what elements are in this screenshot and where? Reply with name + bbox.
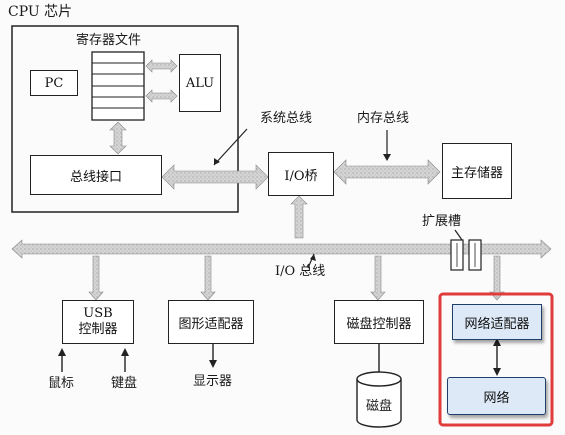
graphics-adapter-label: 图形适配器 xyxy=(178,316,244,332)
mouse-label: 鼠标 xyxy=(48,376,75,391)
keyboard-label: 键盘 xyxy=(111,376,138,391)
alu-label: ALU xyxy=(185,75,215,91)
main-memory-label: 主存储器 xyxy=(450,165,503,181)
network-adapter-label: 网络适配器 xyxy=(464,316,530,332)
network-adapter-box: 网络适配器 xyxy=(452,304,542,340)
memory-bus xyxy=(333,159,441,185)
regfile-businterface-bus xyxy=(109,121,127,155)
main-memory-box: 主存储器 xyxy=(442,143,512,199)
io-bridge-label: I/O桥 xyxy=(284,168,318,184)
network-highlight-frame xyxy=(438,292,554,427)
system-bus-pointer xyxy=(213,128,248,166)
bus-interface-box: 总线接口 xyxy=(30,155,162,195)
memory-bus-label: 内存总线 xyxy=(357,111,410,126)
alu-box: ALU xyxy=(179,54,221,112)
regfile-alu-bus-top xyxy=(145,59,178,73)
cpu-chip-label: CPU 芯片 xyxy=(8,4,73,20)
cpu-chip-outline xyxy=(11,25,239,213)
system-bus-label: 系统总线 xyxy=(260,111,313,126)
usb-label-line1: USB xyxy=(83,306,113,321)
disk-controller-box: 磁盘控制器 xyxy=(334,300,424,344)
disk-cylinder xyxy=(356,371,402,428)
network-box: 网络 xyxy=(447,377,546,415)
expansion-slots-label: 扩展槽 xyxy=(422,214,462,229)
pc-register: PC xyxy=(30,70,78,96)
disk-label: 磁盘 xyxy=(366,399,393,414)
io-bridge-box: I/O桥 xyxy=(268,152,334,196)
usb-controller-box: USB 控制器 xyxy=(62,300,134,344)
pc-label: PC xyxy=(44,75,64,91)
network-adapter-connector xyxy=(489,255,505,301)
io-bus xyxy=(11,239,552,259)
regfile-alu-bus-bottom xyxy=(145,89,178,103)
expansion-slot-pointer xyxy=(454,229,463,241)
bus-interface-label: 总线接口 xyxy=(69,169,122,185)
network-label: 网络 xyxy=(483,390,510,406)
system-bus xyxy=(161,164,269,190)
disk-controller-connector xyxy=(370,255,386,301)
register-file-stack xyxy=(91,51,145,121)
graphics-adapter-box: 图形适配器 xyxy=(168,300,254,344)
usb-label-line2: 控制器 xyxy=(78,322,118,337)
io-bus-label: I/O 总线 xyxy=(275,264,326,279)
usb-connector xyxy=(88,255,104,301)
graphics-connector xyxy=(200,255,216,301)
register-file-label: 寄存器文件 xyxy=(76,33,142,48)
iobridge-iobus-connector xyxy=(290,195,308,239)
disk-controller-label: 磁盘控制器 xyxy=(346,316,412,332)
display-label: 显示器 xyxy=(193,374,233,389)
